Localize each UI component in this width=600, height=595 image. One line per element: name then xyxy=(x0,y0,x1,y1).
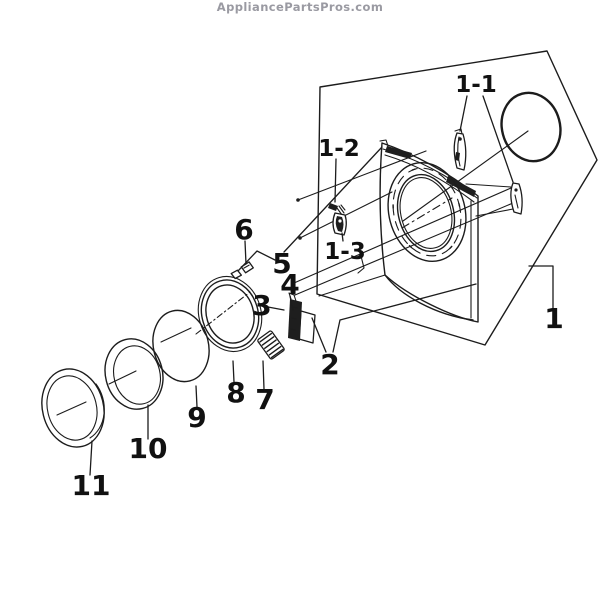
leader-5-long xyxy=(283,146,383,253)
leader-2-a xyxy=(311,317,327,353)
part-11-trim-ring xyxy=(41,368,105,448)
leader-5-bent xyxy=(237,250,276,272)
leader-9 xyxy=(195,385,198,408)
leader-1-3 xyxy=(341,232,344,242)
leader-6 xyxy=(244,240,247,265)
leader-1-1-a xyxy=(459,95,468,132)
part-label-6: 6 xyxy=(234,213,253,246)
part-label-9: 9 xyxy=(187,401,206,434)
part-1-3-hinge-pin-holder xyxy=(332,212,347,236)
ring-axis-line xyxy=(56,401,87,416)
part-label-5: 5 xyxy=(272,247,291,280)
ring-axis-line xyxy=(108,370,137,385)
part-7-coil xyxy=(257,330,285,360)
leader-11 xyxy=(89,440,93,476)
leader-1 xyxy=(528,265,554,310)
part-label-8: 8 xyxy=(226,376,245,409)
watermark-text: AppliancePartsPros.com xyxy=(217,0,383,14)
ring-lip-arc xyxy=(89,383,105,439)
part-label-3: 3 xyxy=(252,289,271,322)
part-6-clip xyxy=(240,261,254,274)
panel-door-hole-circle xyxy=(402,91,562,222)
part-1-front-panel-outline xyxy=(316,50,598,346)
part-label-7: 7 xyxy=(255,383,274,416)
part-label-1-2: 1-2 xyxy=(318,136,360,162)
door-opening-axis xyxy=(401,197,453,229)
hole-axis-line xyxy=(402,130,529,222)
part-label-10: 10 xyxy=(129,432,168,465)
part-label-1-1: 1-1 xyxy=(455,72,497,98)
part-10-door-glass xyxy=(104,338,164,410)
part-8-door-ring xyxy=(195,261,263,353)
part-1-1-hinge-bracket-upper xyxy=(453,128,467,171)
hinge-cylinder-lines xyxy=(465,183,514,217)
part-1-1-hinge-bracket-lower xyxy=(510,182,523,215)
leader-3 xyxy=(267,306,285,311)
part-5-clip xyxy=(230,269,243,280)
part-label-1-3: 1-3 xyxy=(324,239,366,265)
hinge-axis-lines xyxy=(293,187,514,296)
leader-1-1-b xyxy=(482,95,514,183)
part-9-ring xyxy=(152,309,210,383)
alignment-lines xyxy=(296,150,427,240)
ring-axis-line xyxy=(160,327,192,343)
part-3-4-latch-assembly xyxy=(288,292,316,344)
leader-8 xyxy=(232,360,235,383)
ring-axis-line xyxy=(195,291,251,335)
leader-4 xyxy=(289,295,294,311)
leader-lines xyxy=(89,95,554,476)
leader-7 xyxy=(262,360,265,390)
part-label-1: 1 xyxy=(544,302,563,335)
part-label-4: 4 xyxy=(280,268,299,301)
door-frame-assembly xyxy=(318,139,479,323)
leader-2-b xyxy=(332,283,477,353)
part-label-2: 2 xyxy=(320,348,339,381)
leader-1-2 xyxy=(334,158,337,203)
part-label-11: 11 xyxy=(72,469,111,502)
